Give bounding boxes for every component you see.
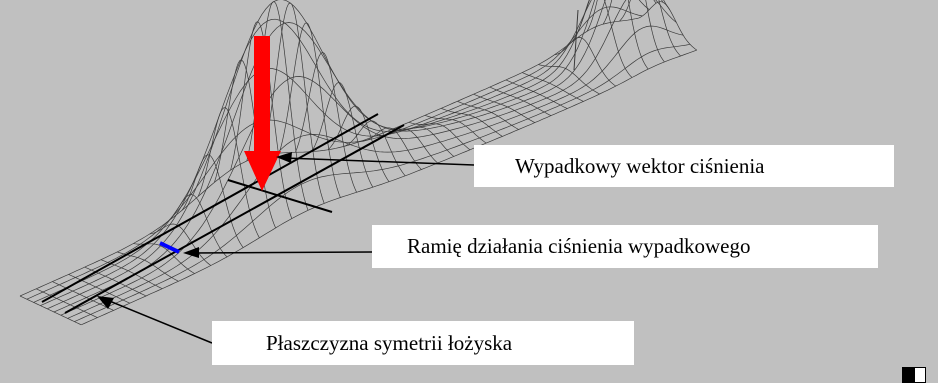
mesh-line-transverse [408,121,471,151]
mesh-line-transverse [295,52,357,193]
arrow-shaft [254,36,270,154]
symmetry-line-lower [64,124,405,314]
leader-arrowhead-plane [97,296,114,309]
mesh-line-transverse [619,0,681,57]
leader-arrowhead-arm [183,247,199,258]
symmetry-line-upper [41,113,379,303]
mesh-line-transverse [149,223,212,266]
mesh-line-transverse [230,21,293,219]
leader-line-plane [106,299,213,344]
resultant-vector-label-text: Wypadkowy wektor ciśnienia [515,153,765,178]
mesh-line-transverse [360,127,422,170]
mesh-line-transverse [392,126,455,157]
mesh-line-transverse [457,100,519,130]
mesh-line-transverse [505,79,568,109]
mesh-line-transverse [68,274,130,304]
mesh-line-transverse [473,93,535,123]
leader-line-resultant [284,157,475,166]
mesh-line-transverse [586,0,649,70]
mesh-line-transverse [343,120,406,177]
resultant-pressure-arrow [244,36,281,191]
leader-line-arm [191,251,373,254]
mesh-line-transverse [441,107,503,137]
symmetry-plane-label: Płaszczyzna symetrii łożyska [212,321,634,365]
mesh-edge-line [573,9,579,71]
mesh-line-transverse [538,64,600,95]
cross-axis-line [227,179,333,213]
mesh-line-transverse [602,0,665,63]
mesh-line-transverse [278,22,341,198]
callout-leader-lines [97,152,475,344]
mesh-line-transverse [522,72,584,102]
mesh-line-transverse [489,86,552,116]
arrow-head [244,151,281,191]
pressure-surface-mesh [19,0,698,326]
mesh-line-transverse [181,154,244,248]
pressure-arm-label: Ramię działania ciśnienia wypadkowego [372,225,878,268]
mesh-line-transverse [570,0,633,78]
resultant-vector-label: Wypadkowy wektor ciśnienia [474,145,894,187]
mesh-line-transverse [52,281,114,311]
mesh-line-transverse [635,1,698,51]
mesh-line-transverse [165,194,228,258]
mesh-line-transverse [19,295,82,326]
bearing-axes [41,113,405,314]
mesh-line-transverse [424,114,487,144]
pressure-arm-label-text: Ramię działania ciśnienia wypadkowego [407,234,751,258]
window-corner-icon[interactable] [902,367,914,383]
mesh-line-transverse [197,107,260,238]
leader-arrowhead-resultant [276,152,292,163]
mesh-line-transverse [36,288,98,318]
symmetry-plane-label-text: Płaszczyzna symetrii łożyska [266,330,513,355]
pressure-arm-segment [159,241,180,254]
mesh-line-transverse [554,37,617,87]
window-corner-icon-outline[interactable] [914,367,926,383]
